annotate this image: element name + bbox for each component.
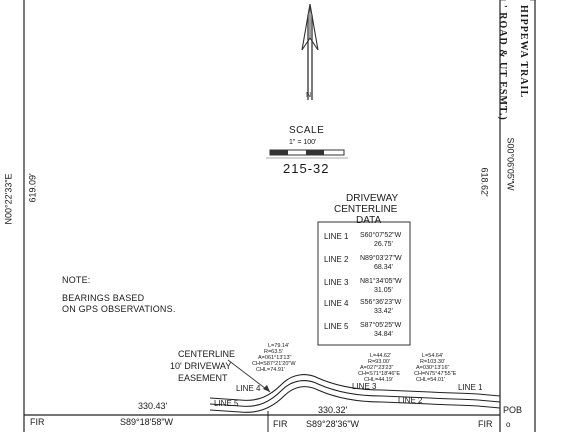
edge-fragment: o: [506, 420, 511, 429]
driveway-easement-lines: [209, 374, 501, 413]
note-line-1: BEARINGS BASED: [62, 293, 145, 303]
curve-delta: A=027°23'23": [360, 365, 394, 371]
east-line-bearing: S00°06'05"W: [505, 137, 516, 191]
table-line-name: LINE 4: [324, 299, 349, 308]
easement-label-3: EASEMENT: [178, 373, 228, 383]
note-line-2: ON GPS OBSERVATIONS.: [62, 304, 176, 314]
curve-delta: A=061°13'13": [258, 355, 292, 361]
curve-length: L=44.62': [370, 353, 392, 359]
easement-leader-arrowhead: [263, 385, 270, 392]
curve-delta: A=030°13'16": [416, 365, 450, 371]
table-distance: 33.42': [374, 308, 393, 315]
curve-radius: R=63.5': [264, 349, 283, 355]
table-distance: 31.05': [374, 287, 393, 294]
scale-label: SCALE: [289, 125, 325, 136]
table-line-name: LINE 5: [324, 322, 349, 331]
table-line-name: LINE 3: [324, 278, 349, 287]
table-bearing: S87°05'25"W: [360, 322, 402, 329]
corner-pob: POB: [503, 405, 523, 415]
table-distance: 26.75': [374, 241, 393, 248]
road-name-label: HIPPEWA TRAIL: [518, 5, 529, 99]
south-line-right-bearing: S89°28'36"W: [306, 419, 360, 429]
sheet-number: 215-32: [283, 161, 330, 176]
south-line-left-distance: 330.43': [138, 401, 168, 411]
segment-label-line-1: LINE 1: [458, 383, 483, 392]
table-bearing: S60°07'52"W: [360, 232, 402, 239]
table-distance: 34.84': [374, 331, 393, 338]
easement-leader: [227, 359, 271, 393]
curve-chord-length: CHL=74.91': [256, 367, 286, 373]
driveway-table-title-3: DATA: [356, 215, 382, 226]
scale-bar-icon: [266, 149, 348, 159]
segment-label-line-5: LINE 5: [214, 399, 239, 408]
corner-fir-mid: FIR: [273, 419, 288, 429]
north-arrow-label: N: [306, 92, 312, 99]
north-arrow-icon: [301, 3, 319, 100]
curve-radius: R=93.00': [368, 359, 390, 365]
curve-chord-length: CHL=54.01': [416, 377, 446, 383]
south-line-left-bearing: S89°18'58"W: [120, 417, 174, 427]
table-bearing: N89°03'27"W: [360, 255, 402, 262]
west-line-bearing: N00°22'33"E: [3, 173, 14, 225]
corner-fir-left: FIR: [30, 417, 45, 427]
curve-chord-bearing: CH=S71°18'46"E: [358, 371, 401, 377]
table-line-name: LINE 2: [324, 255, 349, 264]
table-distance: 68.34': [374, 264, 393, 271]
west-line-distance: 619.09': [27, 173, 38, 203]
curve-radius: R=103.30': [420, 359, 446, 365]
segment-label-line-4: LINE 4: [236, 384, 261, 393]
easement-label-1: CENTERLINE: [178, 349, 236, 359]
east-line-distance: 618.62': [479, 167, 490, 197]
driveway-data-box: [317, 221, 411, 346]
curve-chord-bearing: CH=S87°21'20"W: [252, 361, 296, 367]
curve-length: L=54.64': [422, 353, 444, 359]
easement-label-2: 10' DRIVEWAY: [170, 361, 232, 371]
driveway-table-title-2: CENTERLINE: [334, 204, 398, 215]
curve-chord-length: CHL=44.19': [364, 377, 394, 383]
driveway-table-title-1: DRIVEWAY: [346, 193, 399, 204]
segment-label-line-3: LINE 3: [352, 382, 377, 391]
table-line-name: LINE 1: [324, 232, 349, 241]
segment-label-line-2: LINE 2: [398, 396, 423, 405]
scale-ratio: 1" = 100': [289, 139, 317, 146]
corner-fir-right: FIR: [478, 419, 493, 429]
curve-chord-bearing: CH=N75°47'55"E: [414, 371, 457, 377]
table-bearing: S56°36'23"W: [360, 299, 402, 306]
south-line-right-distance: 330.32': [318, 405, 348, 415]
curve-length: L=79.14': [268, 343, 290, 349]
table-bearing: N81°34'05"W: [360, 278, 402, 285]
note-heading: NOTE:: [62, 275, 91, 285]
